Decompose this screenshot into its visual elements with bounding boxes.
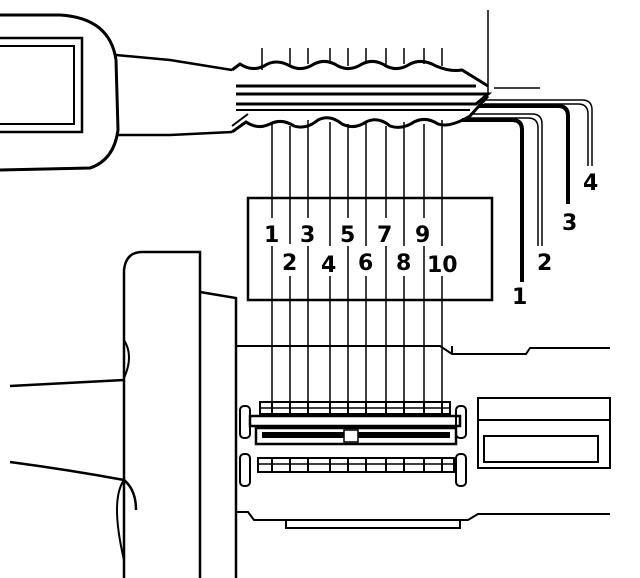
cut-label-9: 9	[415, 223, 430, 248]
depth-label-1: 1	[512, 285, 527, 310]
pin-connector	[239, 401, 467, 487]
cut-label-8: 8	[396, 251, 411, 276]
lower-housing	[9, 250, 611, 578]
depth-label-3: 3	[562, 211, 577, 236]
cut-label-1: 1	[264, 223, 279, 248]
cut-label-6: 6	[358, 251, 373, 276]
depth-gauge-label-group: 1 2 3 4	[512, 171, 598, 310]
connector-pins	[271, 402, 443, 472]
depth-label-2: 2	[537, 251, 552, 276]
depth-label-4: 4	[583, 171, 598, 196]
cut-label-4: 4	[321, 253, 336, 278]
depth-gauge-lines	[462, 87, 593, 282]
key-blade	[231, 59, 493, 134]
cut-position-label-group: 1 2 3 4 5 6 7 8 9 10	[264, 223, 458, 278]
cut-label-10: 10	[427, 253, 458, 278]
cut-label-2: 2	[282, 251, 297, 276]
cut-label-7: 7	[377, 223, 392, 248]
cut-position-lines	[271, 120, 443, 410]
cut-position-box	[246, 196, 494, 302]
key-bow	[0, 13, 233, 172]
cut-label-5: 5	[340, 223, 355, 248]
cut-label-3: 3	[300, 223, 315, 248]
top-reference-lines	[261, 10, 489, 94]
